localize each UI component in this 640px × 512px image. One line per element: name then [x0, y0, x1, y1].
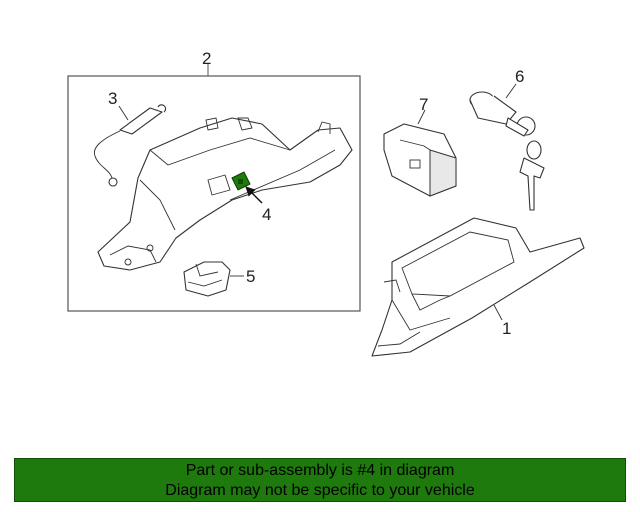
callout-3: 3: [108, 89, 117, 108]
part-2-housing: [97, 117, 353, 271]
callout-1: 1: [502, 319, 511, 338]
part-7-switch: [383, 109, 457, 197]
callout-5: 5: [246, 267, 255, 286]
part-1-glovebox-bin: [371, 217, 585, 357]
part-3-strut: [93, 104, 167, 187]
callout-4-leader: [245, 186, 263, 204]
banner-line-1: Part or sub-assembly is #4 in diagram: [185, 462, 455, 479]
callout-4: 4: [262, 205, 271, 224]
banner-line-2: Diagram may not be specific to your vehi…: [165, 482, 475, 499]
callout-6: 6: [515, 67, 524, 86]
part-6-lock-keys: [469, 83, 545, 211]
info-banner: Part or sub-assembly is #4 in diagram Di…: [14, 458, 626, 502]
part-5-bracket: [183, 261, 244, 297]
callout-2: 2: [202, 49, 211, 68]
callout-7: 7: [419, 95, 428, 114]
parts-diagram: 2 3 7 6 4 5 1: [67, 49, 585, 357]
part-4-latch-highlight: [231, 171, 251, 191]
assembly-2-frame: [67, 75, 361, 312]
